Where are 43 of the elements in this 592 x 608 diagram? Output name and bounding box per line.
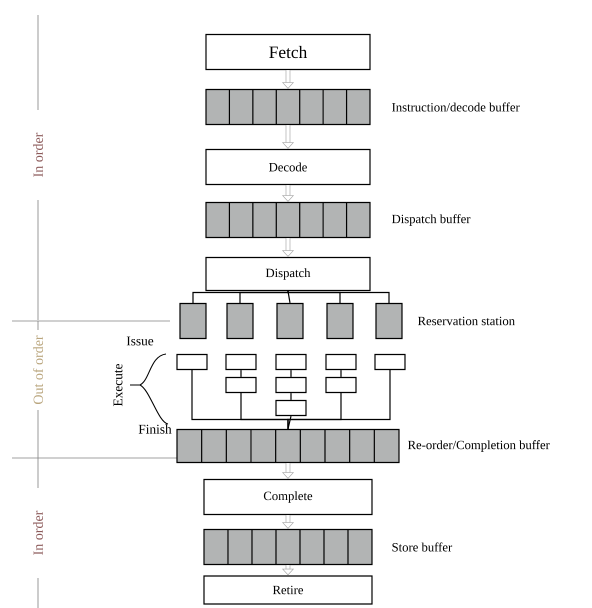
execution-unit-box (275, 354, 307, 370)
connector-line (290, 393, 292, 400)
stage-box: Decode (205, 148, 371, 186)
stage-box: Fetch (205, 34, 371, 70)
connector-line (287, 416, 292, 430)
connector-line (287, 291, 291, 303)
reservation-station-box (179, 302, 207, 340)
section-label: In order (33, 510, 43, 555)
connector-line (290, 370, 292, 377)
reservation-station-box (226, 302, 254, 340)
execution-unit-box (225, 354, 257, 370)
execution-unit-box (275, 376, 307, 394)
execution-unit-box (374, 354, 406, 370)
section-label: In order (33, 132, 43, 177)
buffer-bar (205, 88, 371, 126)
stage-label: Finish (138, 424, 172, 434)
row-label: Reservation station (418, 316, 515, 326)
execution-unit-box (225, 376, 257, 394)
connector-line (240, 370, 242, 377)
buffer-label: Instruction/decode buffer (392, 102, 520, 112)
buffer-bar (176, 428, 400, 464)
stage-box: Retire (203, 575, 373, 605)
execution-unit-box (275, 400, 307, 416)
execution-unit-box (325, 376, 357, 394)
stage-label: Execute (114, 364, 122, 406)
stage-label: Issue (126, 336, 154, 346)
buffer-label: Dispatch buffer (392, 214, 470, 226)
buffer-label: Store buffer (392, 542, 452, 552)
section-label: Out of order (33, 336, 43, 404)
connector-line (340, 370, 342, 377)
reservation-station-box (326, 302, 354, 340)
execution-unit-box (176, 354, 208, 370)
buffer-bar (203, 528, 373, 566)
buffer-bar (205, 202, 371, 238)
reservation-station-box (375, 302, 403, 340)
buffer-label: Re-order/Completion buffer (408, 440, 550, 452)
reservation-station-box (276, 302, 304, 340)
connector-line (287, 290, 390, 304)
stage-box: Complete (203, 478, 373, 516)
connector-line (287, 370, 391, 430)
connector-line (239, 290, 289, 304)
stage-box: Dispatch (205, 256, 371, 292)
execution-unit-box (325, 354, 357, 370)
